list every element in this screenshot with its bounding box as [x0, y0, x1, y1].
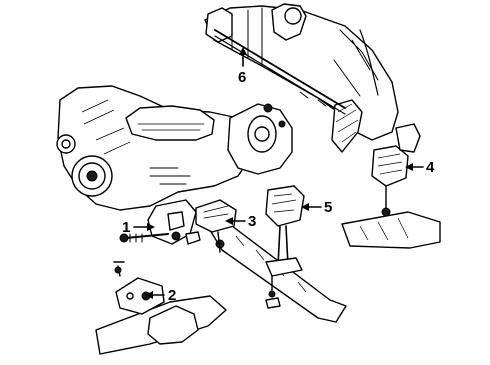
- callout-4: 4: [405, 159, 435, 176]
- callout-3-arrow: [225, 217, 233, 225]
- callout-3-label: 3: [248, 213, 256, 230]
- crossmember-rod: [214, 29, 346, 115]
- callout-5: 5: [301, 199, 332, 216]
- callout-2-label: 2: [168, 287, 176, 304]
- callout-1-label: 1: [122, 219, 130, 236]
- part-3-insulator: [195, 199, 237, 253]
- callout-4-arrow: [405, 163, 413, 171]
- callout-3: 3: [225, 213, 256, 230]
- callout-5-arrow: [301, 203, 309, 211]
- part-5-transmission-mount: [265, 185, 305, 309]
- part-4-rear-mount: [371, 123, 421, 217]
- callout-4-label: 4: [426, 159, 435, 176]
- callout-1-arrow: [147, 223, 155, 231]
- callout-2-arrow: [145, 291, 153, 299]
- callout-6-arrow: [239, 47, 247, 55]
- callout-2: 2: [145, 287, 176, 304]
- part-2-bracket: [113, 261, 165, 315]
- engine-block: [56, 85, 293, 211]
- callout-6-label: 6: [238, 69, 246, 86]
- callout-5-label: 5: [324, 199, 332, 216]
- part-1-engine-mount: [119, 199, 201, 245]
- callout-1: 1: [122, 219, 155, 236]
- transmission: [204, 3, 399, 153]
- callout-6: 6: [238, 47, 247, 86]
